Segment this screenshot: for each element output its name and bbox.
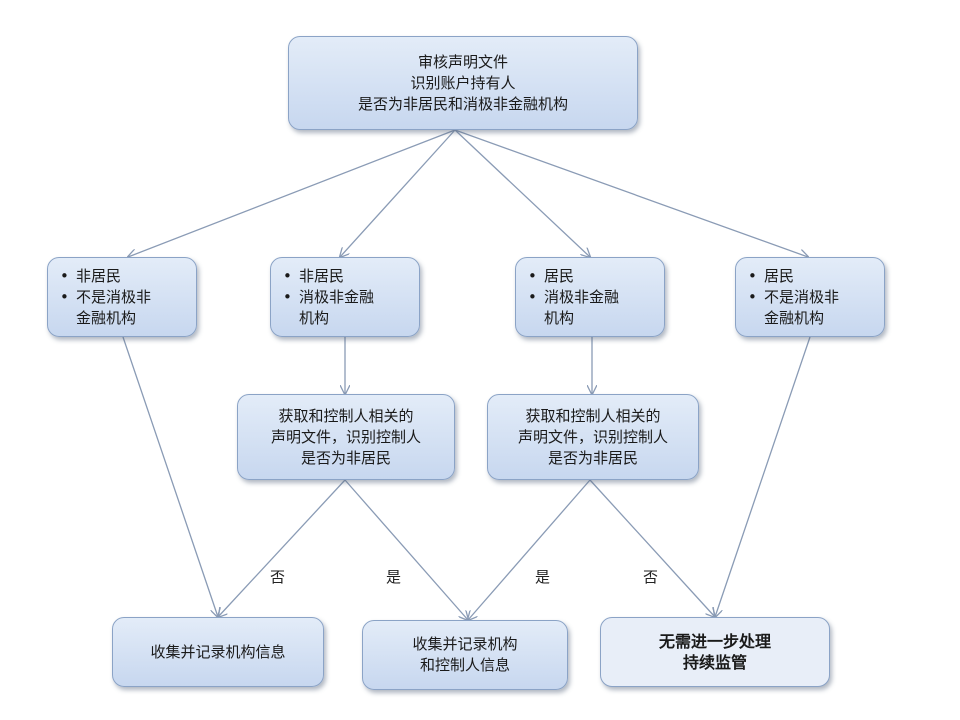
case-c-bullet-2: • 消极非金融 <box>528 287 619 308</box>
case-a-text-2: 不是消极非 <box>76 287 152 306</box>
case-a-bullet-1: • 非居民 <box>60 266 121 287</box>
check-c-line-2: 声明文件，识别控制人 <box>517 427 668 446</box>
bullet-icon: • <box>283 287 292 306</box>
arrow-check-b-no <box>218 479 346 617</box>
root-line-1: 审核声明文件 <box>417 52 508 71</box>
edge-label-check-b-no: 否 <box>270 568 286 586</box>
case-c-text-1: 居民 <box>544 266 575 285</box>
root-line-2: 识别账户持有人 <box>410 73 516 92</box>
check-c-line-3: 是否为非居民 <box>547 448 638 467</box>
case-d-continuation: 金融机构 <box>764 308 825 327</box>
outcome-collect-institution-and-controller-info: 收集并记录机构 和控制人信息 <box>362 620 568 690</box>
outcome-collect-ctrl-line-1: 收集并记录机构 <box>412 635 518 653</box>
bullet-icon: • <box>60 266 69 285</box>
case-c-text-2: 消极非金融 <box>544 287 620 306</box>
root-line-3: 是否为非居民和消极非金融机构 <box>357 94 568 113</box>
outcome-collect-inst-line-1: 收集并记录机构信息 <box>150 642 286 661</box>
case-d-bullet-1: • 居民 <box>748 266 794 287</box>
check-b-line-3: 是否为非居民 <box>300 448 391 467</box>
arrow-check-c-yes <box>468 479 591 620</box>
bullet-icon: • <box>528 287 537 306</box>
arrow-root-to-case-c <box>454 129 590 257</box>
case-c-continuation: 机构 <box>544 308 575 327</box>
case-a-text-1: 非居民 <box>76 266 122 285</box>
case-c-bullet-1: • 居民 <box>528 266 574 287</box>
outcome-no-action-line-2: 持续监管 <box>682 653 747 672</box>
outcome-no-action-line-1: 无需进一步处理 <box>658 632 771 651</box>
case-d-text-1: 居民 <box>764 266 795 285</box>
arrow-check-b-yes <box>344 479 468 620</box>
arrow-root-to-case-a <box>128 129 456 257</box>
controller-check-box-left: 获取和控制人相关的 声明文件，识别控制人 是否为非居民 <box>237 394 455 480</box>
edge-label-check-c-no: 否 <box>643 568 659 586</box>
arrow-root-to-case-d <box>454 129 808 257</box>
case-b-text-2: 消极非金融 <box>299 287 375 306</box>
case-d-text-2: 不是消极非 <box>764 287 840 306</box>
case-b-text-1: 非居民 <box>299 266 345 285</box>
case-a-continuation: 金融机构 <box>76 308 137 327</box>
case-b-continuation: 机构 <box>299 308 330 327</box>
arrow-case-a-to-collect-inst <box>122 336 218 617</box>
case-d-bullet-2: • 不是消极非 <box>748 287 839 308</box>
bullet-icon: • <box>748 266 757 285</box>
bullet-icon: • <box>748 287 757 306</box>
outcome-no-further-action: 无需进一步处理 持续监管 <box>600 617 830 687</box>
case-b-bullet-2: • 消极非金融 <box>283 287 374 308</box>
bullet-icon: • <box>60 287 69 306</box>
outcome-collect-institution-info: 收集并记录机构信息 <box>112 617 324 687</box>
outcome-collect-ctrl-line-2: 和控制人信息 <box>419 656 510 674</box>
bullet-icon: • <box>283 266 292 285</box>
edge-label-check-b-yes: 是 <box>386 568 402 586</box>
case-b-bullet-1: • 非居民 <box>283 266 344 287</box>
arrow-check-c-no <box>589 479 715 617</box>
bullet-icon: • <box>528 266 537 285</box>
check-b-line-1: 获取和控制人相关的 <box>278 406 414 425</box>
case-resident-passive-box: • 居民 • 消极非金融 机构 <box>515 257 665 337</box>
controller-check-box-right: 获取和控制人相关的 声明文件，识别控制人 是否为非居民 <box>487 394 699 480</box>
edge-label-check-c-yes: 是 <box>535 568 551 586</box>
case-resident-not-passive-box: • 居民 • 不是消极非 金融机构 <box>735 257 885 337</box>
arrow-root-to-case-b <box>340 129 456 257</box>
check-b-line-2: 声明文件，识别控制人 <box>270 427 421 446</box>
arrow-case-d-to-no-action <box>715 336 811 617</box>
case-nonresident-not-passive-box: • 非居民 • 不是消极非 金融机构 <box>47 257 197 337</box>
root-decision-box: 审核声明文件 识别账户持有人 是否为非居民和消极非金融机构 <box>288 36 638 130</box>
case-a-bullet-2: • 不是消极非 <box>60 287 151 308</box>
case-nonresident-passive-box: • 非居民 • 消极非金融 机构 <box>270 257 420 337</box>
check-c-line-1: 获取和控制人相关的 <box>525 406 661 425</box>
